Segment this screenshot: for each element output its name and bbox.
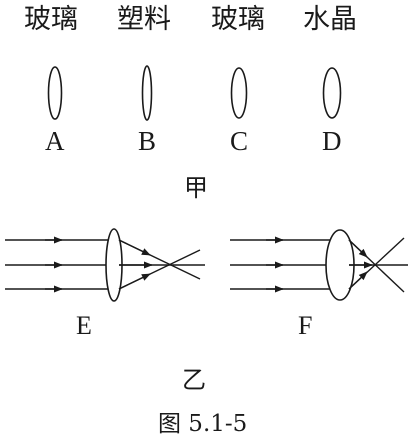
- setup-label-e: E: [76, 311, 92, 340]
- lens-letter-c: C: [230, 126, 249, 156]
- arrow-e-top-refracted: [118, 239, 151, 256]
- panel-jia-caption: 甲: [184, 174, 208, 202]
- lens-d-crystal: [322, 67, 342, 119]
- material-label-c: 玻璃: [211, 4, 265, 35]
- material-label-b: 塑料: [117, 4, 171, 35]
- lens-a-glass: [47, 66, 63, 120]
- lens-letter-b: B: [138, 126, 157, 156]
- setup-f: [230, 229, 408, 301]
- panel-yi-caption: 乙: [182, 366, 206, 394]
- setup-e: [5, 228, 205, 302]
- figure-caption: 图 5.1-5: [158, 411, 248, 437]
- arrow-f-bot-refracted: [348, 271, 368, 290]
- material-label-d: 水晶: [303, 4, 357, 35]
- lens-b-plastic: [141, 65, 153, 121]
- setup-label-f: F: [298, 311, 313, 340]
- arrow-f-top-refracted: [348, 239, 368, 258]
- material-label-a: 玻璃: [24, 4, 78, 35]
- lens-letter-d: D: [322, 126, 342, 156]
- lens-letter-a: A: [45, 126, 65, 156]
- lens-c-glass: [230, 67, 248, 119]
- arrow-e-bot-refracted: [118, 273, 151, 290]
